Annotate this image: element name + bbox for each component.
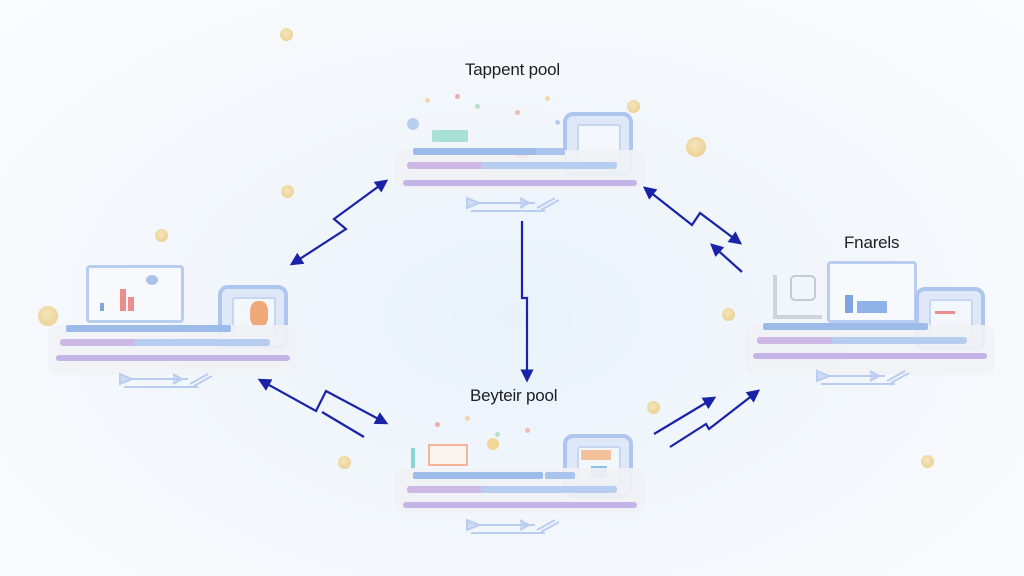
platform-logo-icon <box>119 372 213 388</box>
edge-top-right <box>642 186 743 245</box>
edge-top-left <box>289 179 389 266</box>
platform-logo-icon <box>466 518 560 534</box>
platform-logo-icon <box>466 196 560 212</box>
edge-left-bottom <box>257 378 389 425</box>
coin-icon <box>38 306 58 326</box>
station-left[interactable] <box>48 255 298 405</box>
coin-icon <box>338 456 351 469</box>
coin-icon <box>627 100 640 113</box>
node-label-right: Fnarels <box>844 233 900 252</box>
station-bottom[interactable] <box>395 410 645 560</box>
station-top[interactable] <box>395 90 645 240</box>
node-label-top: Tappent pool <box>465 60 560 79</box>
edge-bottom-right-b <box>669 389 761 448</box>
edge-bottom-right-a <box>653 396 717 435</box>
coin-icon <box>722 308 735 321</box>
edge-top-bottom <box>520 221 534 383</box>
station-right[interactable] <box>745 255 995 405</box>
edge-left-bottom-return <box>321 411 365 438</box>
coin-icon <box>280 28 293 41</box>
platform-logo-icon <box>816 369 910 385</box>
edge-right-return <box>710 243 743 273</box>
coin-icon <box>155 229 168 242</box>
coin-icon <box>647 401 660 414</box>
coin-icon <box>686 137 706 157</box>
node-label-bottom: Beyteir pool <box>470 386 558 405</box>
coin-icon <box>921 455 934 468</box>
